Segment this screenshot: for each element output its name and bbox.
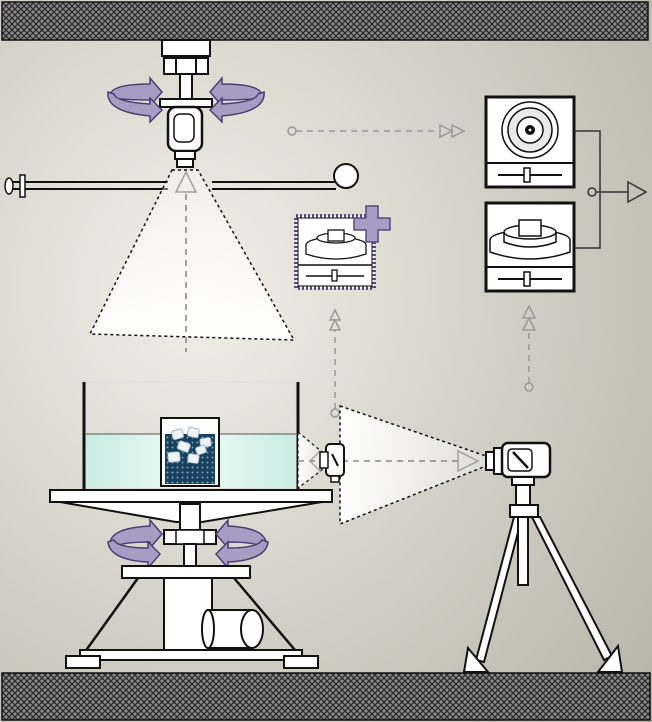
combined-view-panel	[294, 205, 391, 290]
motor-icon	[201, 609, 264, 649]
plus-icon	[353, 205, 391, 243]
turntable-base	[65, 565, 319, 669]
bottom-rotation-arrow-icon	[107, 517, 269, 571]
side-signal-arrow	[521, 304, 537, 392]
top-view-cone	[88, 169, 296, 352]
turntable	[49, 489, 333, 567]
combined-signal-arrow	[328, 308, 342, 418]
small-side-camera-icon	[319, 443, 345, 483]
side-view-monitor	[484, 201, 576, 293]
tripod	[462, 476, 624, 673]
top-view-monitor	[484, 95, 576, 189]
output-arrow-icon	[627, 180, 648, 204]
support-rod	[4, 163, 359, 198]
side-view-cone	[297, 404, 487, 526]
ice-cube-icon	[167, 427, 212, 464]
ice-cup	[160, 417, 220, 487]
top-camera-assembly	[159, 39, 213, 168]
top-rotation-arrow-icon	[107, 75, 265, 124]
floor-bar	[1, 672, 651, 721]
side-camera-icon	[485, 441, 552, 479]
top-signal-arrow	[287, 123, 466, 139]
output-combiner	[574, 130, 648, 249]
ceiling-bar	[1, 1, 649, 41]
